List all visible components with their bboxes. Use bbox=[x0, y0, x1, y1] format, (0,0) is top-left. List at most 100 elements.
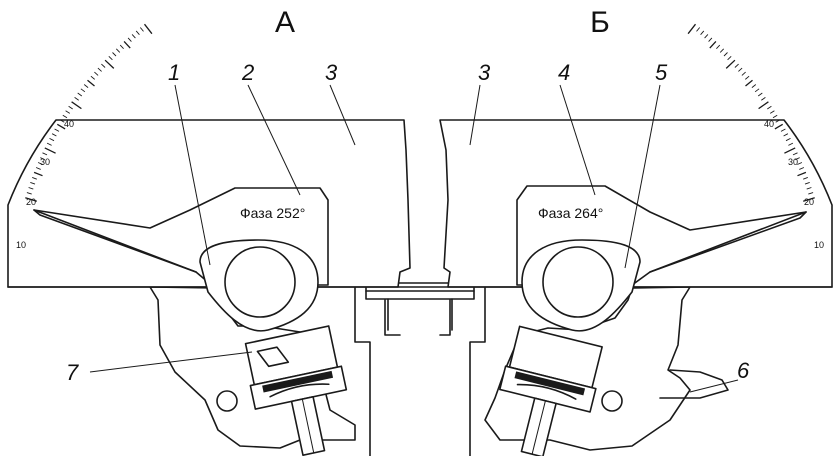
scale-tick bbox=[80, 88, 86, 93]
callout-7: 7 bbox=[66, 360, 79, 385]
camshaft-right-section bbox=[542, 246, 614, 318]
scale-tick bbox=[767, 105, 772, 110]
scale-right-20: 20 bbox=[804, 197, 814, 207]
scale-tick bbox=[87, 79, 95, 87]
scale-tick bbox=[59, 119, 65, 123]
scale-left-20: 20 bbox=[26, 197, 36, 207]
scale-tick bbox=[727, 55, 732, 61]
scale-tick bbox=[757, 92, 763, 97]
scale-tick bbox=[784, 147, 796, 154]
bolt-hole-right bbox=[601, 390, 623, 412]
scale-tick bbox=[808, 192, 814, 195]
view-caption-right: Б bbox=[590, 6, 610, 39]
scale-tick bbox=[741, 71, 746, 76]
callout-4: 4 bbox=[558, 60, 570, 85]
scale-tick bbox=[77, 92, 83, 97]
scale-tick bbox=[127, 37, 132, 42]
scale-tick bbox=[745, 75, 750, 80]
scale-tick bbox=[26, 192, 32, 195]
scale-tick bbox=[803, 176, 808, 180]
bolt-hole-left bbox=[216, 390, 238, 412]
callout-3-left: 3 bbox=[325, 60, 338, 85]
scale-tick bbox=[54, 128, 60, 132]
callout-2: 2 bbox=[241, 60, 254, 85]
scale-tick bbox=[780, 128, 786, 132]
scale-tick bbox=[71, 101, 82, 110]
scale-tick bbox=[143, 23, 153, 35]
scale-tick bbox=[44, 147, 56, 154]
scale-tick bbox=[65, 110, 71, 114]
scale-tick bbox=[83, 84, 89, 88]
phase-label-left: Фаза 252° bbox=[240, 205, 305, 221]
scale-tick bbox=[704, 34, 709, 39]
scale-tick bbox=[804, 181, 810, 185]
scale-tick bbox=[33, 171, 43, 177]
scale-tick bbox=[716, 44, 721, 50]
scale-tick bbox=[32, 176, 37, 180]
cam-lobe-right bbox=[521, 239, 641, 332]
scale-tick bbox=[725, 59, 736, 69]
scale-tick bbox=[758, 101, 769, 110]
scale-tick bbox=[769, 110, 775, 114]
scale-tick bbox=[761, 97, 766, 101]
scale-left-30: 30 bbox=[40, 157, 50, 167]
tappet-assembly-left bbox=[244, 325, 348, 456]
scale-left-40: 40 bbox=[64, 119, 74, 129]
scale-tick bbox=[90, 75, 95, 80]
scale-tick bbox=[774, 123, 784, 130]
scale-tick bbox=[49, 137, 55, 142]
scale-tick bbox=[62, 114, 68, 119]
callout-6: 6 bbox=[737, 358, 750, 383]
scale-tick bbox=[94, 71, 99, 76]
callout-5: 5 bbox=[655, 60, 668, 85]
scale-tick bbox=[783, 133, 789, 137]
scale-tick bbox=[46, 142, 52, 146]
scale-tick bbox=[37, 162, 43, 165]
scale-tick bbox=[745, 79, 753, 87]
scale-tick bbox=[123, 40, 131, 49]
scale-tick bbox=[797, 162, 803, 165]
scale-tick bbox=[112, 52, 117, 57]
scale-tick bbox=[709, 40, 717, 49]
leader-lines bbox=[89, 84, 739, 393]
scale-tick bbox=[56, 123, 66, 130]
scale-tick bbox=[131, 34, 136, 39]
scale-tick bbox=[795, 157, 800, 161]
phase-label-right: Фаза 264° bbox=[538, 205, 603, 221]
scale-tick bbox=[25, 197, 37, 202]
scale-tick bbox=[115, 48, 121, 53]
scale-tick bbox=[785, 137, 791, 142]
scale-tick bbox=[696, 27, 701, 32]
scale-left-10: 10 bbox=[16, 240, 26, 250]
scale-tick bbox=[797, 171, 807, 177]
scale-right-10: 10 bbox=[814, 240, 824, 250]
scale-tick bbox=[687, 23, 697, 35]
scale-tick bbox=[734, 63, 739, 68]
scale-tick bbox=[788, 142, 794, 146]
callout-3-right: 3 bbox=[478, 60, 491, 85]
scale-tick bbox=[108, 55, 113, 61]
scale-tick bbox=[35, 167, 41, 170]
callout-1: 1 bbox=[168, 60, 180, 85]
scale-right bbox=[687, 23, 815, 202]
cam-lobe-left bbox=[199, 239, 319, 332]
view-caption-left: А bbox=[275, 6, 295, 39]
scale-tick bbox=[792, 152, 798, 156]
scale-tick bbox=[799, 167, 805, 170]
scale-tick bbox=[806, 187, 812, 190]
tappet-assembly-right bbox=[499, 325, 603, 456]
scale-tick bbox=[775, 119, 781, 123]
scale-tick bbox=[139, 27, 144, 32]
scale-tick bbox=[803, 197, 815, 202]
scale-tick bbox=[772, 114, 778, 119]
scale-right-40: 40 bbox=[764, 119, 774, 129]
scale-tick bbox=[723, 52, 728, 57]
scale-tick bbox=[51, 133, 57, 137]
scale-tick bbox=[97, 67, 102, 72]
center-shaft bbox=[365, 282, 475, 331]
scale-left bbox=[25, 23, 153, 202]
scale-tick bbox=[700, 30, 705, 35]
scale-tick bbox=[119, 44, 124, 50]
